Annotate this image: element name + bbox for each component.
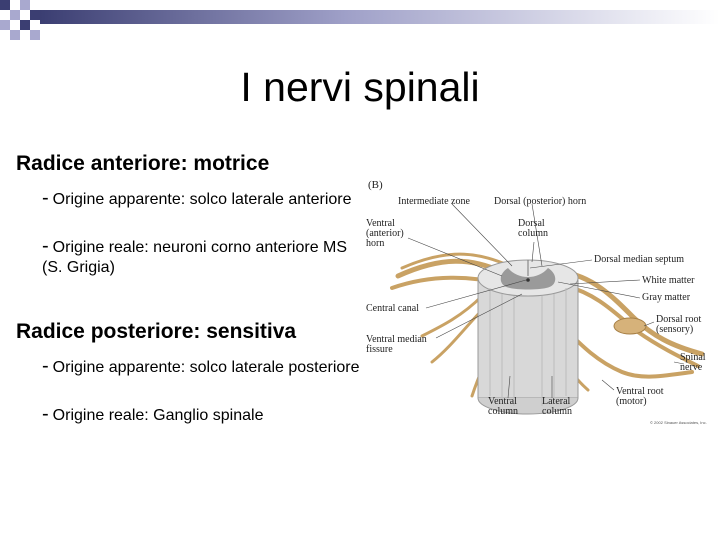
- label-ventral-horn-line3: horn: [366, 238, 384, 249]
- bullet-dash: -: [42, 235, 49, 257]
- label-ventral-median-fissure-line2: fissure: [366, 344, 393, 355]
- spinal-cord-diagram: (B) Intermediate zone Dorsal (posterior)…: [366, 179, 707, 425]
- section-heading-posterior-root: Radice posteriore: sensitiva: [16, 320, 297, 343]
- label-dorsal-root-line1: Dorsal root: [656, 314, 701, 325]
- label-white-matter: White matter: [642, 275, 695, 286]
- label-lateral-column-line2: column: [542, 406, 572, 417]
- label-ventral-median-fissure-line1: Ventral median: [366, 334, 427, 345]
- label-ventral-root-line1: Ventral root: [616, 386, 664, 397]
- label-dorsal-median-septum: Dorsal median septum: [594, 254, 684, 265]
- label-ventral-column-line1: Ventral: [488, 396, 517, 407]
- label-gray-matter: Gray matter: [642, 292, 691, 303]
- label-intermediate-zone: Intermediate zone: [398, 196, 470, 207]
- slide-title: I nervi spinali: [240, 64, 480, 110]
- panel-letter: (B): [368, 179, 383, 191]
- bullet-dash: -: [42, 187, 49, 209]
- bullet-dash: -: [42, 403, 49, 425]
- label-ventral-column-line2: column: [488, 406, 518, 417]
- bullet-text: Origine reale: Ganglio spinale: [52, 407, 264, 424]
- label-spinal-nerve-line1: Spinal: [680, 352, 706, 363]
- bullet-dash: -: [42, 355, 49, 377]
- label-ventral-horn-line2: (anterior): [366, 228, 404, 239]
- bullet-posterior-apparent-origin: -Origine apparente: solco laterale poste…: [42, 356, 362, 378]
- bullet-anterior-real-origin: -Origine reale: neuroni corno anteriore …: [42, 236, 362, 278]
- label-ventral-horn-line1: Ventral: [366, 218, 395, 229]
- bullet-posterior-real-origin: -Origine reale: Ganglio spinale: [42, 404, 362, 426]
- bullet-text: Origine apparente: solco laterale anteri…: [52, 191, 352, 208]
- bullet-anterior-apparent-origin: -Origine apparente: solco laterale anter…: [42, 188, 362, 210]
- label-dorsal-column-line2: column: [518, 228, 548, 239]
- figure-credit: © 2002 Sinauer Associates, Inc.: [650, 420, 707, 425]
- label-dorsal-horn: Dorsal (posterior) horn: [494, 196, 586, 207]
- label-dorsal-root-line2: (sensory): [656, 324, 693, 335]
- bullet-text: Origine apparente: solco laterale poster…: [52, 359, 360, 376]
- spinal-cord-cylinder: [477, 259, 579, 415]
- section-heading-anterior-root: Radice anteriore: motrice: [16, 152, 270, 175]
- header-decoration: [0, 0, 720, 40]
- ganglion: [613, 317, 647, 335]
- bullet-text: Origine reale: neuroni corno anteriore M…: [42, 239, 348, 276]
- label-spinal-nerve-line2: nerve: [680, 362, 703, 373]
- label-central-canal: Central canal: [366, 303, 419, 314]
- label-dorsal-column-line1: Dorsal: [518, 218, 545, 229]
- label-lateral-column-line1: Lateral: [542, 396, 571, 407]
- label-ventral-root-line2: (motor): [616, 396, 647, 407]
